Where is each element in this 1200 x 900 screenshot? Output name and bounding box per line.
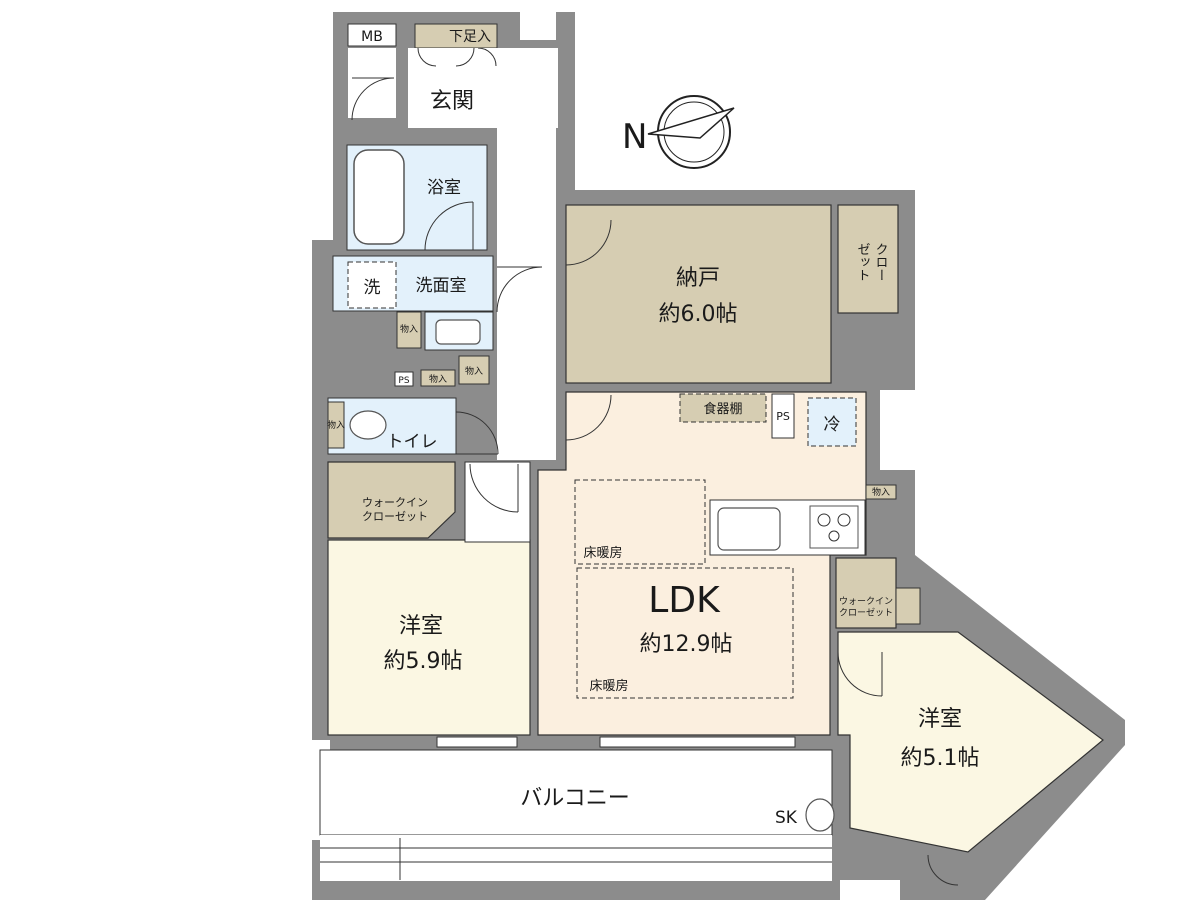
door-swings — [351, 47, 959, 886]
yoshitsu-left-size: 約5.9帖 — [384, 649, 463, 674]
yoshitsu-right-size: 約5.1帖 — [901, 746, 980, 771]
yoshitsu-right-name: 洋室 — [918, 707, 962, 732]
ps-label: PS — [776, 410, 790, 423]
bath-label: 浴室 — [427, 178, 461, 198]
nando-name: 納戸 — [676, 266, 720, 291]
yukadanbo-label-2: 床暖房 — [589, 678, 628, 694]
washer-label: 洗 — [364, 278, 381, 298]
yukadanbo-label-1: 床暖房 — [583, 545, 622, 561]
ldk-size: 約12.9帖 — [640, 632, 733, 657]
balcony-label: バルコニー — [520, 786, 630, 811]
monoire-label-1: 物入 — [400, 323, 418, 335]
yoshitsu-left-name: 洋室 — [399, 614, 443, 639]
monoire-label-kitchen: 物入 — [872, 486, 890, 498]
nando-size: 約6.0帖 — [659, 302, 738, 327]
closet-label: クローゼット — [855, 243, 888, 282]
fridge-label: 冷 — [824, 415, 841, 435]
monoire-label-toilet: 物入 — [327, 419, 345, 431]
shitasoku-label: 下足入 — [449, 29, 491, 45]
wic-left-label: ウォークインクローゼット — [362, 496, 428, 523]
monoire-label-2: 物入 — [465, 365, 483, 377]
north-compass-icon: N — [622, 95, 735, 169]
shokkidana-label: 食器棚 — [703, 401, 742, 417]
sk-label: SK — [775, 808, 798, 828]
toilet-label: トイレ — [387, 432, 438, 452]
room-floors — [319, 23, 1104, 881]
mb-label: MB — [361, 29, 383, 45]
genkan-label: 玄関 — [430, 89, 474, 114]
wic-right-label: ウォークインクローゼット — [839, 596, 893, 618]
north-label: N — [622, 117, 647, 157]
ldk-name: LDK — [648, 580, 721, 621]
room-labels: MB 下足入 玄関 浴室 洗 洗面室 物入 物入 物入 PS 物入 トイレ 納戸… — [327, 29, 980, 828]
ps-small-label: PS — [398, 376, 409, 386]
washroom-label: 洗面室 — [416, 276, 467, 296]
monoire-label-3: 物入 — [429, 373, 447, 385]
